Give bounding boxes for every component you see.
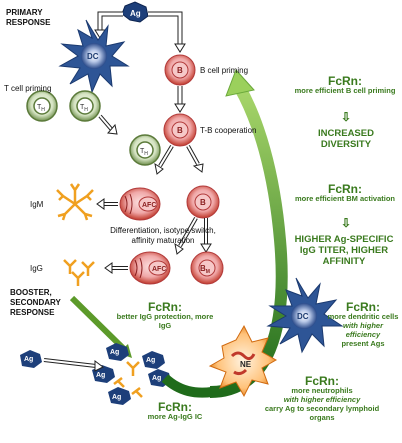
fcrn-ne-title: FcRn: [305,374,339,388]
arrow-b-to-bm [200,218,212,253]
primary-response-label: PRIMARY RESPONSE [6,8,51,27]
b-cell-memory-top: B [186,185,220,219]
svg-text:NE: NE [240,360,252,369]
fcrn-igg-text: better IgG protection, more IgG [116,312,214,330]
fcrn-dc-line2: with higher efficiency [343,321,383,339]
fcrn-bcell-title: FcRn: [328,74,362,88]
down-arrow-1: ⇩ [340,110,352,124]
fcrn-igg-title: FcRn: [148,300,182,314]
fcrn-bm-title: FcRn: [328,182,362,196]
th-cell-right: TH [69,90,101,122]
svg-text:TH: TH [80,104,88,113]
th-cell-bottom: TH [129,134,161,166]
differentiation-label: Differentiation, isotype switch, affinit… [110,226,216,245]
bm-cell: BM [190,251,224,285]
svg-text:B: B [200,198,206,207]
afc-cell-bottom: AFC [129,251,171,285]
b-cell-coop: B [163,113,197,147]
fcrn-igg-box: FcRn: better IgG protection, more IgG [110,300,220,330]
fcrn-bcell-text: more efficient B cell priming [294,86,396,95]
igg-molecules [63,259,95,286]
split-arrow-left [94,11,123,39]
svg-text:Ag: Ag [152,375,161,382]
b-cell-priming-label: B cell priming [200,66,249,75]
svg-text:Ag: Ag [110,349,119,356]
th-cell-left: TH [26,90,58,122]
booster-label: BOOSTER, SECONDARY RESPONSE [10,288,61,317]
dendritic-cell-bottom: DC [266,277,344,354]
arrow-th-to-coop [98,114,118,135]
increased-diversity: INCREASED DIVERSITY [318,128,374,150]
fcrn-ne-line3: carry Ag to secondary lymphoid organs [264,404,380,422]
igm-label: IgM [30,200,44,209]
svg-text:AFC: AFC [152,266,166,273]
svg-text:TH: TH [140,148,148,157]
arrow-b-to-afc2 [174,217,198,255]
svg-text:Ag: Ag [146,357,155,364]
t-cell-priming-label: T cell priming [4,84,52,93]
ag-igg-complexes: Ag Ag Ag Ag Ag Ag [20,343,171,405]
ag-top: Ag [121,1,149,23]
higher-titer: HIGHER Ag-SPECIFIC IgG TITER, HIGHER AFF… [294,234,394,267]
fcrn-dc-title: FcRn: [346,300,380,314]
fcrn-ne-box: FcRn: more neutrophils with higher effic… [262,374,382,422]
svg-text:DC: DC [297,312,309,321]
fcrn-dc-line3: present Ags [341,339,385,348]
fcrn-bm-text: more efficient BM activation [294,194,396,203]
svg-text:B: B [177,126,183,135]
igg-label: IgG [30,264,43,273]
arrow-afc2-to-igg [104,262,128,274]
dendritic-cell-top: DC [58,19,130,94]
fcrn-dc-line1: more dendritic cells [327,312,399,321]
fcrn-bcell-box: FcRn: more efficient B cell priming [290,74,400,95]
svg-text:Ag: Ag [24,356,33,363]
fcrn-dc-box: FcRn: more dendritic cells with higher e… [326,300,400,348]
svg-text:TH: TH [37,104,45,113]
svg-text:DC: DC [87,52,99,61]
arrow-b-down-1 [174,86,186,113]
arrows-coop-split [154,144,204,175]
fcrn-ne-line1: more neutrophils [291,386,353,395]
fcrn-bm-box: FcRn: more efficient BM activation [290,182,400,203]
igm-molecule [56,183,94,221]
b-cell-priming: B [164,54,196,86]
fcrn-ic-box: FcRn: more Ag-IgG IC [130,400,220,421]
neutrophil: NE [208,324,278,398]
arrow-ag-to-complex [43,358,104,372]
svg-text:AFC: AFC [142,202,156,209]
tb-cooperation-label: T-B cooperation [200,126,257,135]
svg-text:Ag: Ag [112,394,121,401]
svg-text:B: B [177,66,183,75]
svg-text:BM: BM [200,264,210,275]
fcrn-ic-text: more Ag-IgG IC [147,412,203,421]
svg-text:Ag: Ag [96,372,105,379]
split-arrow-right [148,11,186,53]
fcrn-ne-line2: with higher efficiency [283,395,361,404]
fcrn-ic-title: FcRn: [158,400,192,414]
svg-text:Ag: Ag [130,9,141,18]
afc-cell-top: AFC [119,187,161,221]
arrow-afc-to-igm [96,198,118,210]
down-arrow-2: ⇩ [340,216,352,230]
